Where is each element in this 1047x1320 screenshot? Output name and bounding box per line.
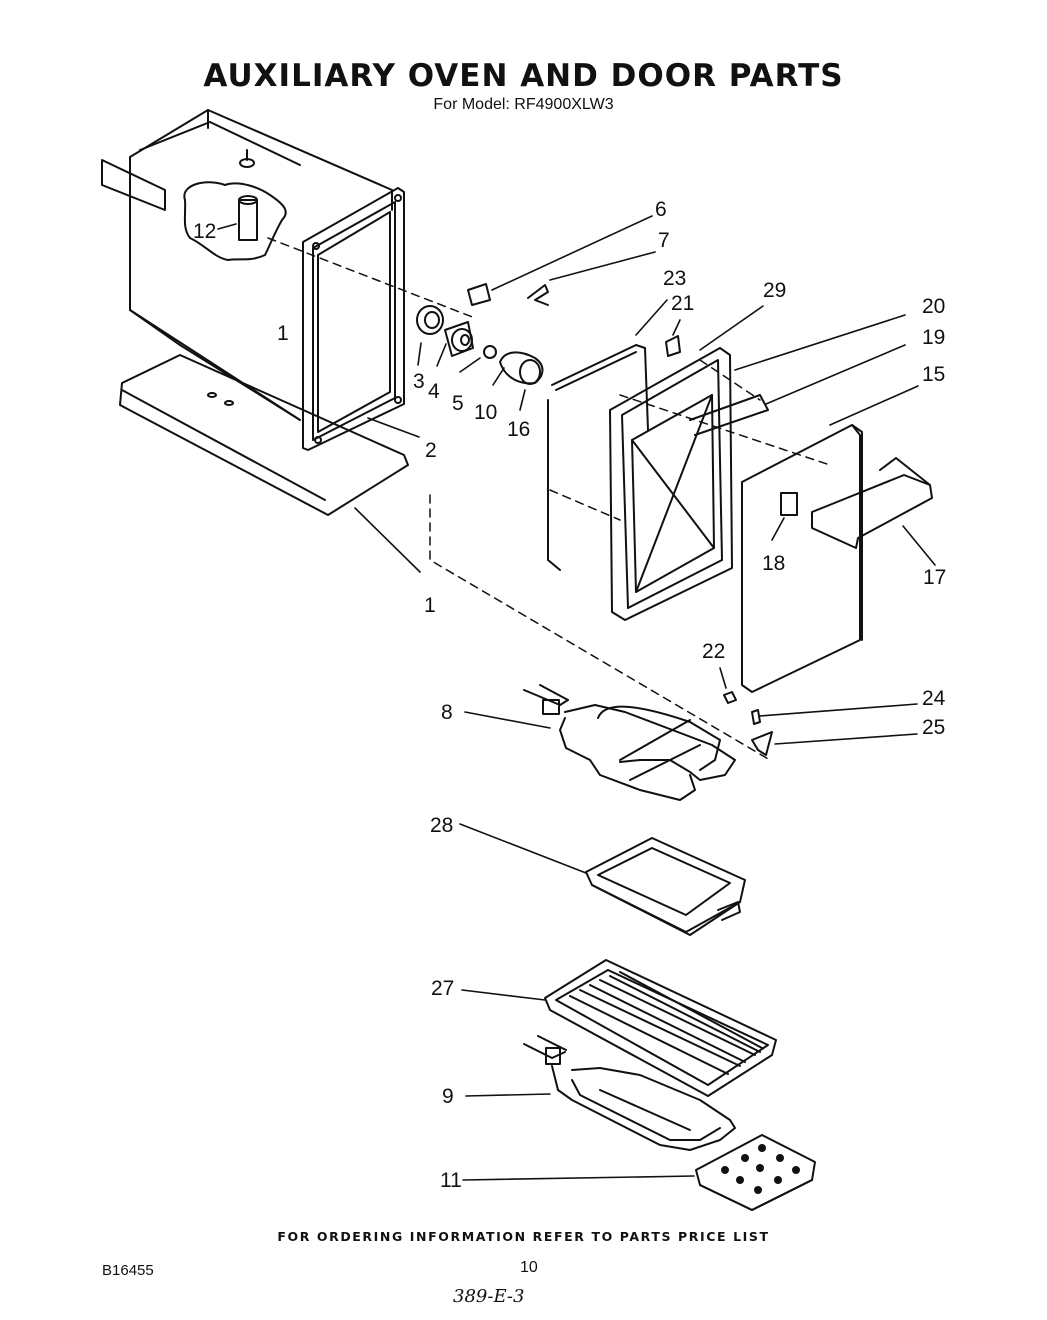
callout-29: 29	[763, 279, 786, 302]
callout-21: 21	[671, 292, 694, 315]
callout-17: 17	[923, 566, 946, 589]
callout-28: 28	[430, 814, 453, 837]
callout-25: 25	[922, 716, 945, 739]
oven-rack-part	[544, 959, 777, 1097]
handwritten-note: 389-E-3	[453, 1286, 525, 1307]
bake-element-part	[523, 1035, 736, 1151]
oven-cavity-part	[101, 109, 393, 421]
screw-part	[723, 691, 737, 704]
callout-11: 11	[440, 1169, 462, 1192]
callout-4: 4	[428, 380, 440, 403]
callout-23: 23	[663, 267, 686, 290]
callout-24: 24	[922, 687, 946, 710]
callout-22: 22	[702, 640, 725, 663]
hinge-clip-part	[751, 731, 773, 756]
callout-3: 3	[413, 370, 425, 393]
callout-12: 12	[193, 220, 216, 243]
callout-16: 16	[507, 418, 530, 441]
callout-8: 8	[441, 701, 453, 724]
bottom-panel-part	[119, 354, 409, 516]
inner-door-panel	[609, 347, 733, 621]
ordering-info-footer: FOR ORDERING INFORMATION REFER TO PARTS …	[277, 1229, 770, 1244]
callout-20: 20	[922, 295, 945, 318]
leader-lines	[217, 215, 936, 1181]
page-number: 10	[520, 1259, 538, 1276]
callout-1: 1	[424, 594, 436, 617]
page-title: AUXILIARY OVEN AND DOOR PARTS	[203, 58, 844, 94]
callout-27: 27	[431, 977, 454, 1000]
clip-part	[527, 284, 549, 306]
callout-19: 19	[922, 326, 945, 349]
callout-10: 10	[474, 401, 497, 424]
hinge-arm-part	[689, 394, 769, 436]
callout-labels: 12 1 2 1 3 4 5 10 16 6 7 23 21 29 20 19 …	[193, 198, 946, 1192]
callout-1-cavity: 1	[277, 322, 289, 345]
broiler-pan-part	[585, 837, 746, 936]
model-subtitle: For Model: RF4900XLW3	[433, 96, 614, 113]
broil-element-part	[523, 684, 736, 801]
callout-18: 18	[762, 552, 785, 575]
door-handle-part	[811, 457, 933, 549]
pin-part	[751, 709, 761, 725]
element-bracket-plate-part	[695, 1134, 816, 1211]
callout-9: 9	[442, 1085, 454, 1108]
lamp-socket-part	[467, 283, 491, 306]
diagram-code: B16455	[102, 1262, 154, 1279]
front-frame-part	[302, 187, 405, 451]
lamp-assembly	[416, 305, 544, 385]
hinge-bracket-part	[665, 335, 681, 357]
callout-15: 15	[922, 363, 945, 386]
callout-6: 6	[655, 198, 667, 221]
callout-5: 5	[452, 392, 464, 415]
callout-7: 7	[658, 229, 670, 252]
callout-2: 2	[425, 439, 437, 462]
outer-door-panel	[741, 424, 863, 693]
